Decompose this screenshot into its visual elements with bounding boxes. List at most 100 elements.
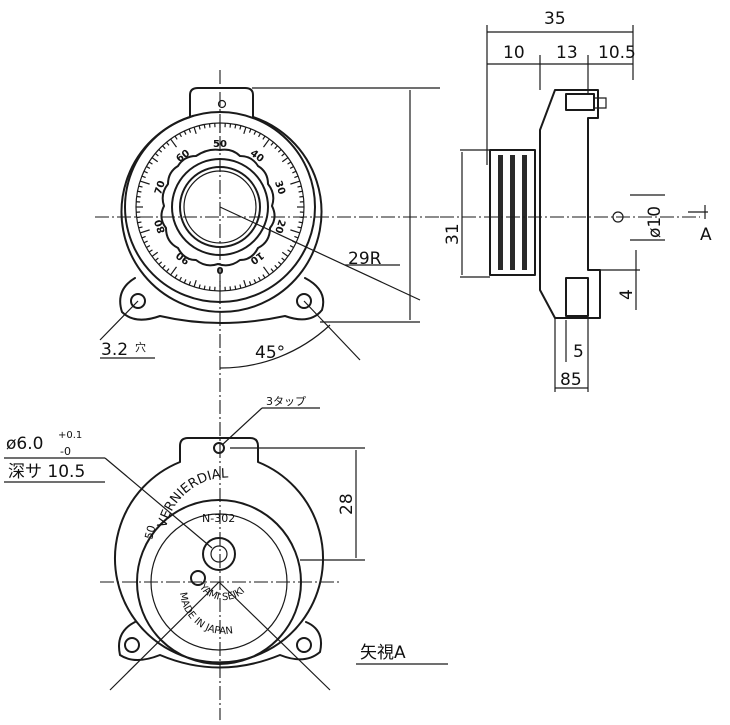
dial-tick: [141, 235, 146, 239]
hole-3-2-suffix: 穴: [135, 340, 146, 354]
rear-face-ring: [150, 513, 288, 651]
rear-hole-left: [124, 637, 140, 653]
dial-scale-label: 30: [272, 179, 287, 196]
dial-tick: [143, 170, 148, 174]
dial-tick: [287, 249, 292, 253]
knob-face: [183, 170, 257, 244]
rear-outer-body: [114, 437, 324, 664]
side-view: 35 10 13 10.5 31 ø10: [440, 9, 712, 392]
dial-tick: [290, 229, 301, 234]
dial-tick: [253, 279, 257, 284]
dial-tick: [263, 266, 270, 276]
dial-tick: [262, 274, 266, 279]
rear-lower-lugs: [118, 621, 322, 669]
knob-inner: [179, 166, 261, 248]
dim-5: 5: [573, 342, 584, 362]
dial-scale-label: 50: [213, 139, 227, 150]
hole-leader: [99, 300, 139, 341]
dial-tick: [188, 281, 192, 286]
dial-tick: [263, 138, 270, 148]
dial-tick: [292, 170, 297, 174]
tap-3-label: 3タップ: [266, 395, 306, 408]
dial-tick: [281, 257, 286, 262]
side-knob: [489, 149, 536, 276]
dim-35: 35: [544, 9, 566, 29]
dial-tick: [229, 286, 232, 291]
dial-tick: [170, 266, 177, 276]
dial-tick: [151, 251, 159, 257]
rear-inner-ring: [136, 499, 302, 665]
screw-head: [594, 97, 607, 109]
dial-scale-label: 40: [248, 148, 266, 165]
dial-tick: [281, 152, 286, 157]
front-knob-knurl: [160, 148, 276, 267]
rear-hole-right: [296, 637, 312, 653]
dial-tick: [165, 268, 170, 273]
tolerance-minus: -0: [60, 445, 71, 458]
face-side-number: 50: [142, 524, 158, 541]
dial-tick: [139, 180, 150, 185]
angle-45-label: 45°: [255, 343, 285, 363]
hole-dia-label: ø6.0: [6, 434, 43, 454]
dial-tick: [248, 281, 252, 286]
dial-tick: [148, 161, 153, 165]
dial-tick: [154, 152, 159, 157]
dial-tick: [253, 130, 257, 135]
front-lower-lugs: [119, 277, 325, 324]
dim-10: 10: [503, 43, 525, 63]
dial-tick: [239, 284, 242, 289]
dim-10-5: 10.5: [598, 43, 636, 63]
tap-leader: [221, 407, 263, 446]
mount-hole-right: [296, 293, 312, 309]
dial-tick: [138, 226, 143, 229]
dim-85: 85: [560, 370, 582, 390]
dial-tick: [183, 279, 187, 284]
dial-tick: [139, 229, 150, 234]
dim-28: 28: [337, 493, 357, 515]
front-outer-flange: [120, 87, 323, 313]
tolerance-plus: +0.1: [58, 430, 82, 441]
dial-tick: [243, 280, 247, 288]
dim-13: 13: [556, 43, 578, 63]
dial-scale-label: 0: [216, 264, 223, 275]
dial-tick: [208, 286, 211, 291]
dial-tick: [234, 285, 237, 290]
rear-shaft-outer: [202, 537, 236, 571]
dial-tick: [174, 274, 178, 279]
dial-tick: [294, 175, 299, 179]
dial-tick: [297, 226, 302, 229]
side-bottom-tab: [565, 277, 589, 317]
dial-tick: [193, 126, 197, 134]
view-a-marker: A: [700, 225, 712, 245]
dim-dia-10: ø10: [645, 206, 665, 238]
side-screw: [565, 93, 595, 111]
dial-tick: [162, 145, 166, 150]
dial-tick: [151, 157, 159, 163]
face-model: N-302: [202, 512, 235, 525]
dial-tick: [277, 261, 282, 265]
mount-hole-left: [130, 293, 146, 309]
dim-4: 4: [617, 289, 637, 300]
dial-tick: [165, 141, 170, 146]
side-knob-knurl: [498, 155, 527, 270]
dial-tick: [229, 123, 232, 128]
dial-tick: [298, 190, 303, 193]
dial-tick: [203, 285, 206, 290]
angle-leader: [303, 300, 361, 361]
dial-tick: [243, 126, 247, 134]
dial-scale-label: 80: [153, 218, 168, 235]
dial-tick: [188, 128, 192, 133]
dial-tick: [294, 235, 299, 239]
dial-tick: [136, 195, 141, 198]
dial-tick: [299, 195, 304, 198]
tap-hole: [213, 442, 225, 454]
tab-hole: [217, 99, 227, 109]
dial-tick: [289, 245, 294, 248]
dial-tick: [170, 138, 177, 148]
dial-scale-label: 90: [174, 249, 192, 266]
dial-tick: [208, 123, 211, 128]
angle-arc: [219, 324, 331, 369]
dial-tick: [141, 175, 146, 179]
